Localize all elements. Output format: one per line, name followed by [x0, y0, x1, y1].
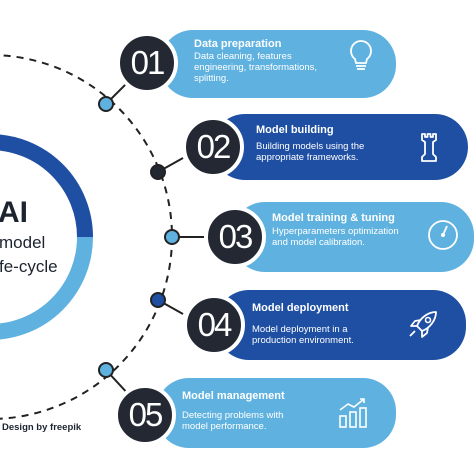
step-01-description: Data cleaning, features engineering, tra… — [194, 51, 318, 84]
step-01-title: Data preparation — [194, 38, 282, 50]
step-04-description: Model deployment in a production environ… — [252, 324, 354, 346]
step-01-card: Data preparation Data cleaning, features… — [160, 30, 396, 98]
step-03-title: Model training & tuning — [272, 212, 395, 224]
step-03-description: Hyperparameters optimization and model c… — [272, 226, 399, 248]
chess-rook-icon — [421, 133, 437, 162]
orbit-dot-04 — [150, 292, 166, 308]
ring-light-segment — [0, 236, 93, 340]
center-subtitle-lifecycle: fe-cycle — [0, 257, 58, 276]
step-02-card: Model building Building models using the… — [212, 114, 468, 180]
step-05-description: Detecting problems with model performanc… — [182, 410, 284, 432]
step-02-description: Building models using the appropriate fr… — [256, 141, 365, 163]
step-05-card: Model management Detecting problems with… — [156, 378, 396, 448]
center-title: AI — [0, 196, 28, 229]
step-02-number: 02 — [182, 116, 244, 178]
credit-text: Design by freepik — [2, 422, 82, 433]
orbit-dot-02 — [150, 164, 166, 180]
step-04-title: Model deployment — [252, 302, 349, 314]
rocket-icon — [409, 311, 437, 338]
orbit-dot-03 — [164, 229, 180, 245]
step-01-number: 01 — [116, 32, 178, 94]
step-05-title: Model management — [182, 390, 285, 402]
step-03-card: Model training & tuning Hyperparameters … — [232, 202, 474, 272]
step-05-number: 05 — [114, 384, 176, 446]
step-04-number: 04 — [183, 294, 245, 356]
step-02-title: Model building — [256, 124, 334, 136]
orbit-dot-01 — [98, 96, 114, 112]
center-subtitle-model: model — [0, 233, 46, 252]
step-03-number: 03 — [204, 206, 266, 268]
lightbulb-icon — [350, 40, 372, 70]
ring-dark-segment — [0, 134, 93, 238]
gauge-icon — [428, 220, 458, 250]
step-04-card: Model deployment Model deployment in a p… — [216, 290, 466, 360]
growth-chart-icon — [339, 398, 367, 428]
orbit-dot-05 — [98, 362, 114, 378]
